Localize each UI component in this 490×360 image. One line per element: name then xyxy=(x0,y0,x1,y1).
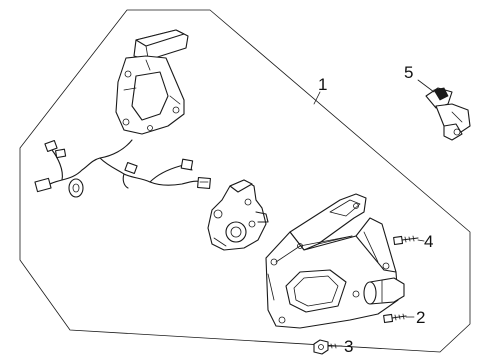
callout-4: 4 xyxy=(424,232,433,251)
wiring-harness xyxy=(34,139,211,198)
main-housing xyxy=(265,193,405,329)
callout-3: 3 xyxy=(344,337,353,356)
leader-1 xyxy=(313,91,321,105)
assembly-outline xyxy=(19,9,471,353)
leader-4 xyxy=(417,239,425,242)
callout-5: 5 xyxy=(404,63,413,82)
part-5-bracket xyxy=(425,87,471,141)
latch-mechanism xyxy=(207,179,269,251)
callout-2: 2 xyxy=(416,308,425,327)
screw-3 xyxy=(313,339,341,355)
leader-5 xyxy=(417,79,435,93)
bolt-4 xyxy=(393,235,419,246)
hinge-plate-assembly xyxy=(115,29,189,135)
bolt-2 xyxy=(383,313,407,324)
callout-1: 1 xyxy=(318,75,327,94)
